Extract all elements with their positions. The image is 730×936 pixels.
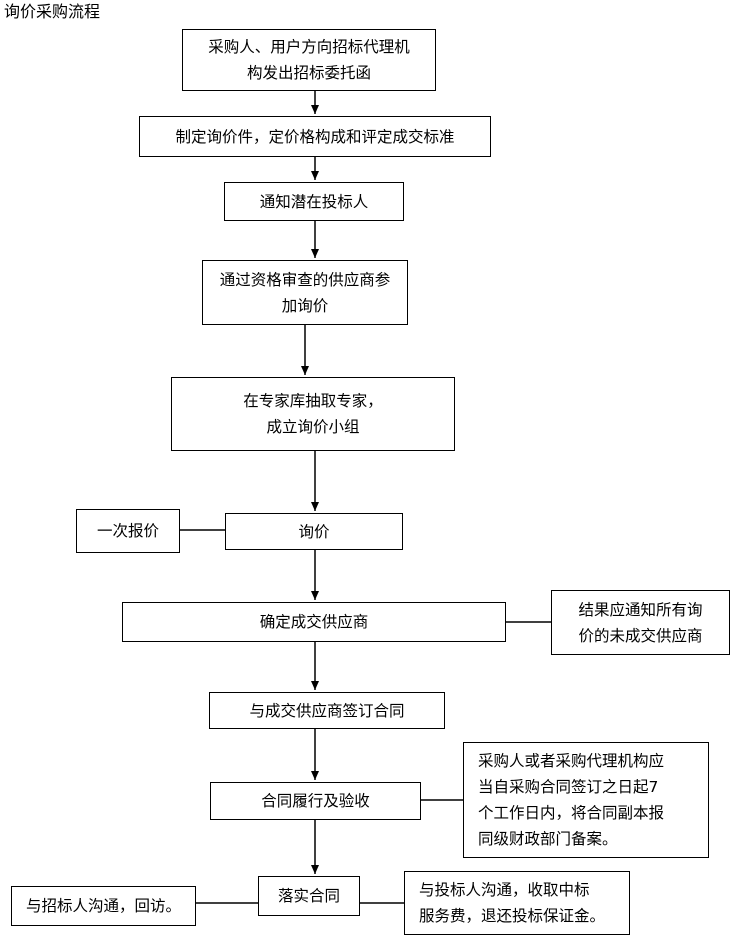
note-service-fee: 与投标人沟通，收取中标服务费，退还投标保证金。 <box>404 871 630 935</box>
step-qualified-suppliers: 通过资格审查的供应商参加询价 <box>202 260 408 325</box>
note-tenderer-visit: 与招标人沟通，回访。 <box>11 886 196 926</box>
step-implement-contract: 落实合同 <box>258 876 360 916</box>
note-notify-unsuccessful: 结果应通知所有询价的未成交供应商 <box>551 590 730 655</box>
step-determine-supplier: 确定成交供应商 <box>122 602 506 642</box>
note-single-quote: 一次报价 <box>76 509 180 553</box>
step-sign-contract: 与成交供应商签订合同 <box>209 692 445 729</box>
page-title: 询价采购流程 <box>4 2 101 21</box>
step-inquiry: 询价 <box>225 513 403 550</box>
step-inquiry-document: 制定询价件，定价格构成和评定成交标准 <box>139 116 491 157</box>
step-notify-bidders: 通知潜在投标人 <box>224 182 404 221</box>
step-contract-acceptance: 合同履行及验收 <box>210 782 421 820</box>
step-commission-letter: 采购人、用户方向招标代理机构发出招标委托函 <box>182 29 436 91</box>
step-expert-panel: 在专家库抽取专家，成立询价小组 <box>171 377 455 451</box>
